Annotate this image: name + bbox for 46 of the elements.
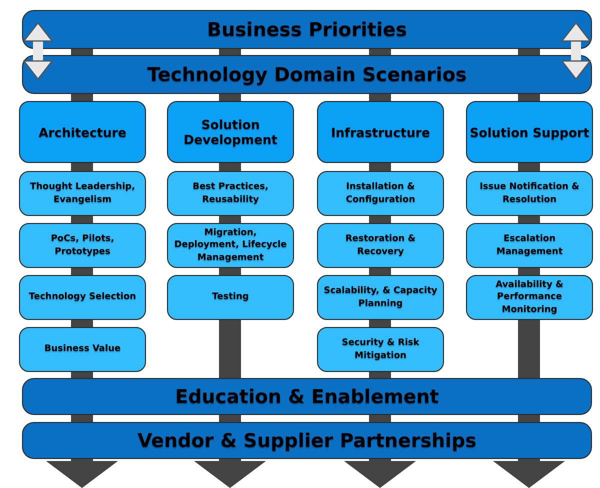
item-label: Migration, Deployment, Lifecycle Management	[173, 227, 288, 264]
band	[22, 10, 592, 49]
band	[22, 378, 592, 415]
item-box	[19, 171, 146, 216]
item-box	[167, 171, 294, 216]
item-label: Availability & Performance Monitoring	[494, 279, 564, 316]
item-label: PoCs, Pilots, Prototypes	[50, 233, 116, 258]
item-box	[19, 327, 146, 372]
item-box	[167, 275, 294, 320]
category-box	[466, 101, 593, 163]
category-title: Solution Development	[182, 117, 278, 147]
band-title: Vendor & Supplier Partnerships	[138, 430, 476, 452]
item-label: Restoration & Recovery	[344, 233, 417, 258]
double-arrow	[23, 22, 53, 80]
item-box	[19, 223, 146, 268]
item-box	[466, 275, 593, 320]
band-title: Education & Enablement	[175, 386, 439, 408]
category-box	[317, 101, 444, 163]
item-box	[317, 171, 444, 216]
category-title: Architecture	[38, 124, 126, 140]
category-box	[167, 101, 294, 163]
item-box	[317, 275, 444, 320]
category-box	[19, 101, 146, 163]
item-box	[317, 223, 444, 268]
item-label: Escalation Management	[495, 233, 564, 258]
item-box	[466, 171, 593, 216]
item-label: Business Value	[44, 343, 121, 356]
item-label: Technology Selection	[28, 291, 136, 304]
item-box	[466, 223, 593, 268]
band-title: Business Priorities	[206, 18, 407, 40]
item-box	[19, 275, 146, 320]
category-title: Solution Support	[470, 124, 590, 140]
band	[22, 422, 592, 459]
item-label: Thought Leadership, Evangelism	[28, 181, 136, 206]
item-box	[317, 327, 444, 372]
band	[22, 55, 592, 94]
item-label: Installation & Configuration	[344, 181, 416, 206]
item-label: Scalability, & Capacity Planning	[322, 285, 438, 310]
item-label: Security & Risk Mitigation	[340, 337, 420, 362]
double-arrow	[561, 22, 591, 80]
item-box	[167, 223, 294, 268]
band-title: Technology Domain Scenarios	[147, 64, 467, 86]
item-label: Issue Notification & Resolution	[478, 181, 580, 206]
item-label: Testing	[212, 291, 249, 304]
item-label: Best Practices, Reusability	[192, 181, 270, 206]
category-title: Infrastructure	[331, 124, 430, 140]
